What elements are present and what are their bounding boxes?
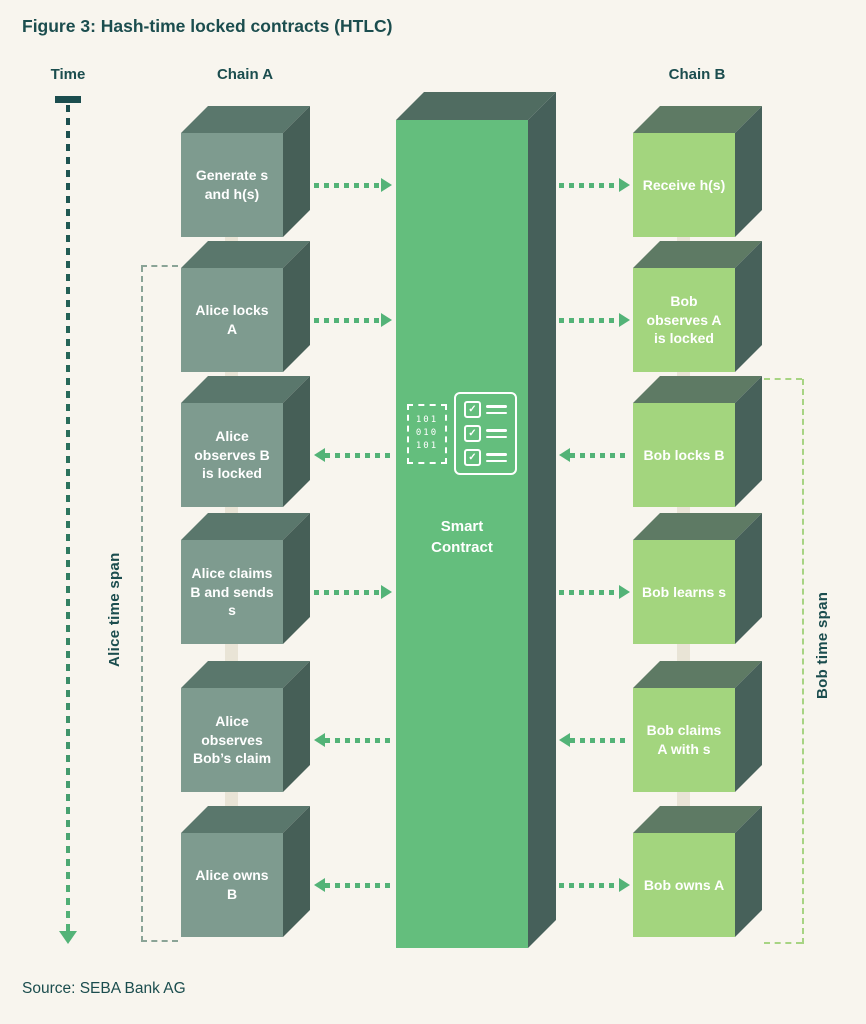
cube-alice-observes-b-locked: Alice observes B is locked bbox=[181, 376, 310, 507]
arrowhead-icon bbox=[314, 448, 325, 462]
binary-line: 010 bbox=[415, 428, 439, 439]
cube-label: Bob observes A is locked bbox=[633, 268, 735, 372]
alice-time-span-bracket bbox=[141, 266, 143, 942]
checklist-row: ✓ bbox=[464, 401, 507, 418]
contract-front-face bbox=[396, 120, 528, 948]
arrow-contract-to-bob-observes bbox=[559, 313, 630, 327]
checklist-icon: ✓ ✓ ✓ bbox=[454, 392, 517, 475]
contract-side-face bbox=[528, 92, 556, 948]
checkmark-icon: ✓ bbox=[464, 449, 481, 466]
smart-contract-icon: 101 010 101 ✓ ✓ ✓ bbox=[396, 392, 528, 475]
cube-alice-locks-a: Alice locks A bbox=[181, 241, 310, 372]
cube-label: Alice observes B is locked bbox=[181, 403, 283, 507]
arrow-contract-to-bob-learns bbox=[559, 585, 630, 599]
bob-time-span-bracket bbox=[802, 379, 804, 944]
arrowhead-icon bbox=[619, 178, 630, 192]
cube-label: Alice claims B and sends s bbox=[181, 540, 283, 644]
checkmark-icon: ✓ bbox=[464, 425, 481, 442]
arrow-bob-claims-to-contract bbox=[559, 733, 630, 747]
arrow-alice-claims-to-contract bbox=[314, 585, 392, 599]
arrow-alice-locks-to-contract bbox=[314, 313, 392, 327]
arrow-contract-to-alice-observes-claim bbox=[314, 733, 392, 747]
cube-label: Alice owns B bbox=[181, 833, 283, 937]
cube-receive-hs: Receive h(s) bbox=[633, 106, 762, 237]
cube-label: Bob claims A with s bbox=[633, 688, 735, 792]
checklist-row: ✓ bbox=[464, 449, 507, 466]
cube-label: Receive h(s) bbox=[633, 133, 735, 237]
source-note: Source: SEBA Bank AG bbox=[22, 980, 186, 997]
arrow-generate-to-contract bbox=[314, 178, 392, 192]
list-lines-icon bbox=[486, 429, 507, 438]
bob-time-span-bracket-bottom bbox=[764, 942, 802, 944]
binary-line: 101 bbox=[415, 440, 439, 451]
arrow-contract-to-alice-observes bbox=[314, 448, 392, 462]
arrowhead-icon bbox=[619, 585, 630, 599]
checkmark-icon: ✓ bbox=[464, 401, 481, 418]
cube-label: Bob owns A bbox=[633, 833, 735, 937]
cube-label: Bob learns s bbox=[633, 540, 735, 644]
chain-a-column-header: Chain A bbox=[216, 66, 274, 83]
arrowhead-icon bbox=[381, 585, 392, 599]
list-lines-icon bbox=[486, 405, 507, 414]
time-axis-cap bbox=[55, 96, 81, 103]
cube-bob-claims-a: Bob claims A with s bbox=[633, 661, 762, 792]
cube-alice-claims-b: Alice claims B and sends s bbox=[181, 513, 310, 644]
cube-label: Alice observes Bob’s claim bbox=[181, 688, 283, 792]
cube-bob-locks-b: Bob locks B bbox=[633, 376, 762, 507]
alice-time-span-label: Alice time span bbox=[106, 552, 123, 668]
cube-label: Generate s and h(s) bbox=[181, 133, 283, 237]
alice-time-span-bracket-top bbox=[141, 265, 178, 267]
binary-code-icon: 101 010 101 bbox=[407, 403, 447, 464]
cube-bob-owns-a: Bob owns A bbox=[633, 806, 762, 937]
cube-bob-learns-s: Bob learns s bbox=[633, 513, 762, 644]
binary-line: 101 bbox=[415, 415, 439, 426]
figure-title: Figure 3: Hash-time locked contracts (HT… bbox=[22, 16, 393, 36]
arrowhead-icon bbox=[559, 733, 570, 747]
arrowhead-icon bbox=[619, 878, 630, 892]
arrowhead-icon bbox=[314, 733, 325, 747]
smart-contract-block: 101 010 101 ✓ ✓ ✓ Smart Contract bbox=[396, 92, 556, 948]
chain-b-column-header: Chain B bbox=[668, 66, 726, 83]
arrow-bob-locks-to-contract bbox=[559, 448, 630, 462]
contract-top-face bbox=[396, 92, 556, 120]
cube-generate-s: Generate s and h(s) bbox=[181, 106, 310, 237]
time-axis-arrowhead-icon bbox=[59, 931, 77, 944]
cube-alice-owns-b: Alice owns B bbox=[181, 806, 310, 937]
cube-label: Bob locks B bbox=[633, 403, 735, 507]
cube-bob-observes-a-locked: Bob observes A is locked bbox=[633, 241, 762, 372]
arrowhead-icon bbox=[381, 313, 392, 327]
checklist-row: ✓ bbox=[464, 425, 507, 442]
bob-time-span-bracket-top bbox=[764, 378, 802, 380]
time-column-header: Time bbox=[50, 66, 86, 83]
arrowhead-icon bbox=[314, 878, 325, 892]
arrowhead-icon bbox=[381, 178, 392, 192]
arrowhead-icon bbox=[619, 313, 630, 327]
cube-alice-observes-bobs-claim: Alice observes Bob’s claim bbox=[181, 661, 310, 792]
arrowhead-icon bbox=[559, 448, 570, 462]
list-lines-icon bbox=[486, 453, 507, 462]
bob-time-span-label: Bob time span bbox=[814, 591, 831, 699]
alice-time-span-bracket-bottom bbox=[141, 940, 178, 942]
cube-label: Alice locks A bbox=[181, 268, 283, 372]
arrow-contract-to-receive bbox=[559, 178, 630, 192]
arrow-contract-to-alice-owns bbox=[314, 878, 392, 892]
arrow-contract-to-bob-owns bbox=[559, 878, 630, 892]
smart-contract-label: Smart Contract bbox=[431, 518, 493, 556]
time-axis-line bbox=[66, 105, 70, 931]
